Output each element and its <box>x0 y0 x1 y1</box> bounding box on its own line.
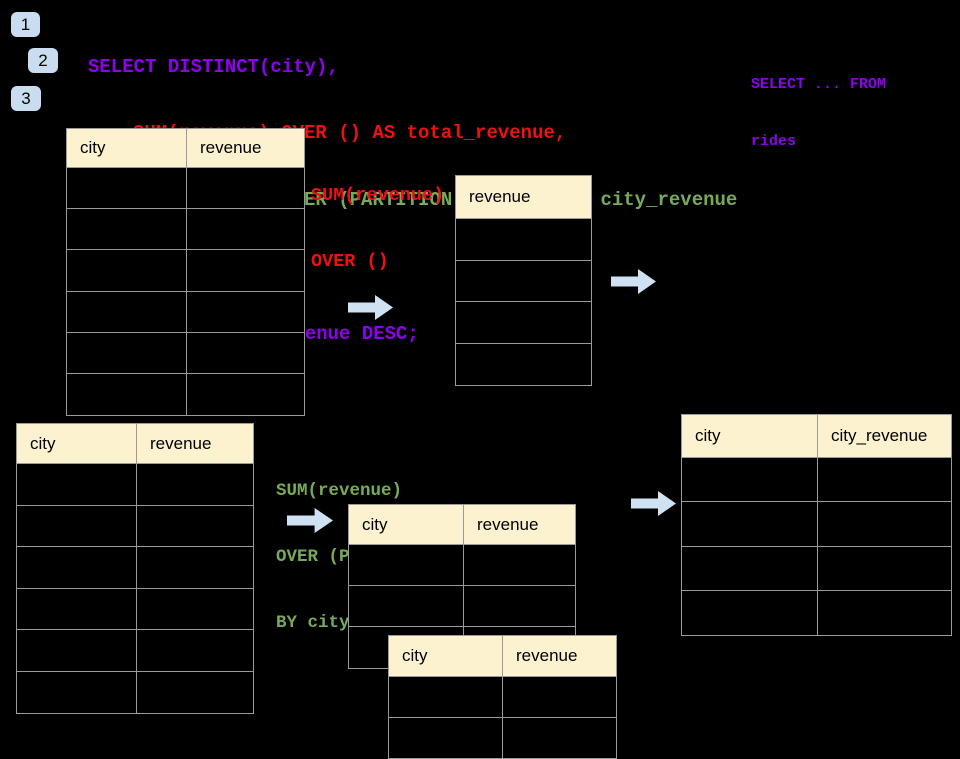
column-header: revenue <box>456 176 591 219</box>
table-total-revenue: revenue <box>455 175 592 386</box>
table-cell <box>67 168 187 210</box>
column-header: city <box>682 415 818 458</box>
table-cell <box>187 209 304 251</box>
table-cell <box>17 464 137 506</box>
column-header: revenue <box>503 636 616 677</box>
table-cell <box>456 261 591 302</box>
table-cell <box>464 545 575 586</box>
table-cell <box>17 671 137 713</box>
column-header: revenue <box>187 129 304 168</box>
table-cell <box>456 302 591 344</box>
table-cell <box>67 291 187 333</box>
table-cell <box>17 630 137 672</box>
total-note-line2: OVER () <box>311 251 389 272</box>
table-cell <box>456 219 591 261</box>
table-cell <box>818 547 951 591</box>
table-cell <box>67 332 187 374</box>
step-badge-2: 2 <box>28 48 58 73</box>
table-cell <box>818 591 951 635</box>
table-cell <box>17 588 137 630</box>
column-header: city <box>67 129 187 168</box>
column-header: revenue <box>137 424 253 464</box>
partition-note-line3: BY city) <box>276 613 361 633</box>
table-cell <box>503 718 616 759</box>
table-cell <box>17 547 137 589</box>
table-cell <box>137 672 253 714</box>
step-badge-1: 1 <box>11 12 40 37</box>
table-cell <box>187 168 304 210</box>
table-cell <box>818 458 951 503</box>
column-header: city <box>17 424 137 464</box>
right-arrow-icon <box>631 491 676 516</box>
table-cell <box>464 586 575 627</box>
from-note-line2: rides <box>751 133 797 150</box>
table-cell <box>67 209 187 251</box>
table-cell <box>17 505 137 547</box>
column-header: city <box>389 636 503 677</box>
table-cell <box>187 250 304 292</box>
table-cell <box>349 545 464 586</box>
table-cell <box>137 506 253 547</box>
column-header: city <box>349 505 464 545</box>
table-cell <box>682 458 818 503</box>
table-cell <box>682 546 818 591</box>
table-cell <box>682 590 818 635</box>
table-cell <box>137 630 253 672</box>
table-cell <box>503 677 616 718</box>
table-cell <box>389 677 503 718</box>
column-header: revenue <box>464 505 575 545</box>
table-cell <box>187 374 304 415</box>
sql-line-select: SELECT DISTINCT(city), <box>88 55 339 78</box>
column-header: city_revenue <box>818 415 951 458</box>
total-note-line1: SUM(revenue) <box>311 185 445 206</box>
table-cell <box>389 717 503 758</box>
from-note-line1: SELECT ... FROM <box>751 76 887 93</box>
partition-note-line1: SUM(revenue) <box>276 481 403 501</box>
table-cell <box>137 589 253 630</box>
table-cell <box>818 502 951 547</box>
table-cell <box>187 292 304 333</box>
table-cell <box>682 502 818 547</box>
table-cell <box>67 250 187 292</box>
table-cell <box>187 333 304 374</box>
table-cell <box>456 344 591 386</box>
table-cell <box>67 373 187 415</box>
step-badge-3: 3 <box>11 86 41 111</box>
table-cell <box>137 464 253 506</box>
table-cell <box>349 586 464 627</box>
from-rides-note: SELECT ... FROM rides <box>751 37 886 170</box>
total-revenue-note: SUM(revenue) OVER () <box>311 141 444 295</box>
table-cell <box>137 547 253 589</box>
